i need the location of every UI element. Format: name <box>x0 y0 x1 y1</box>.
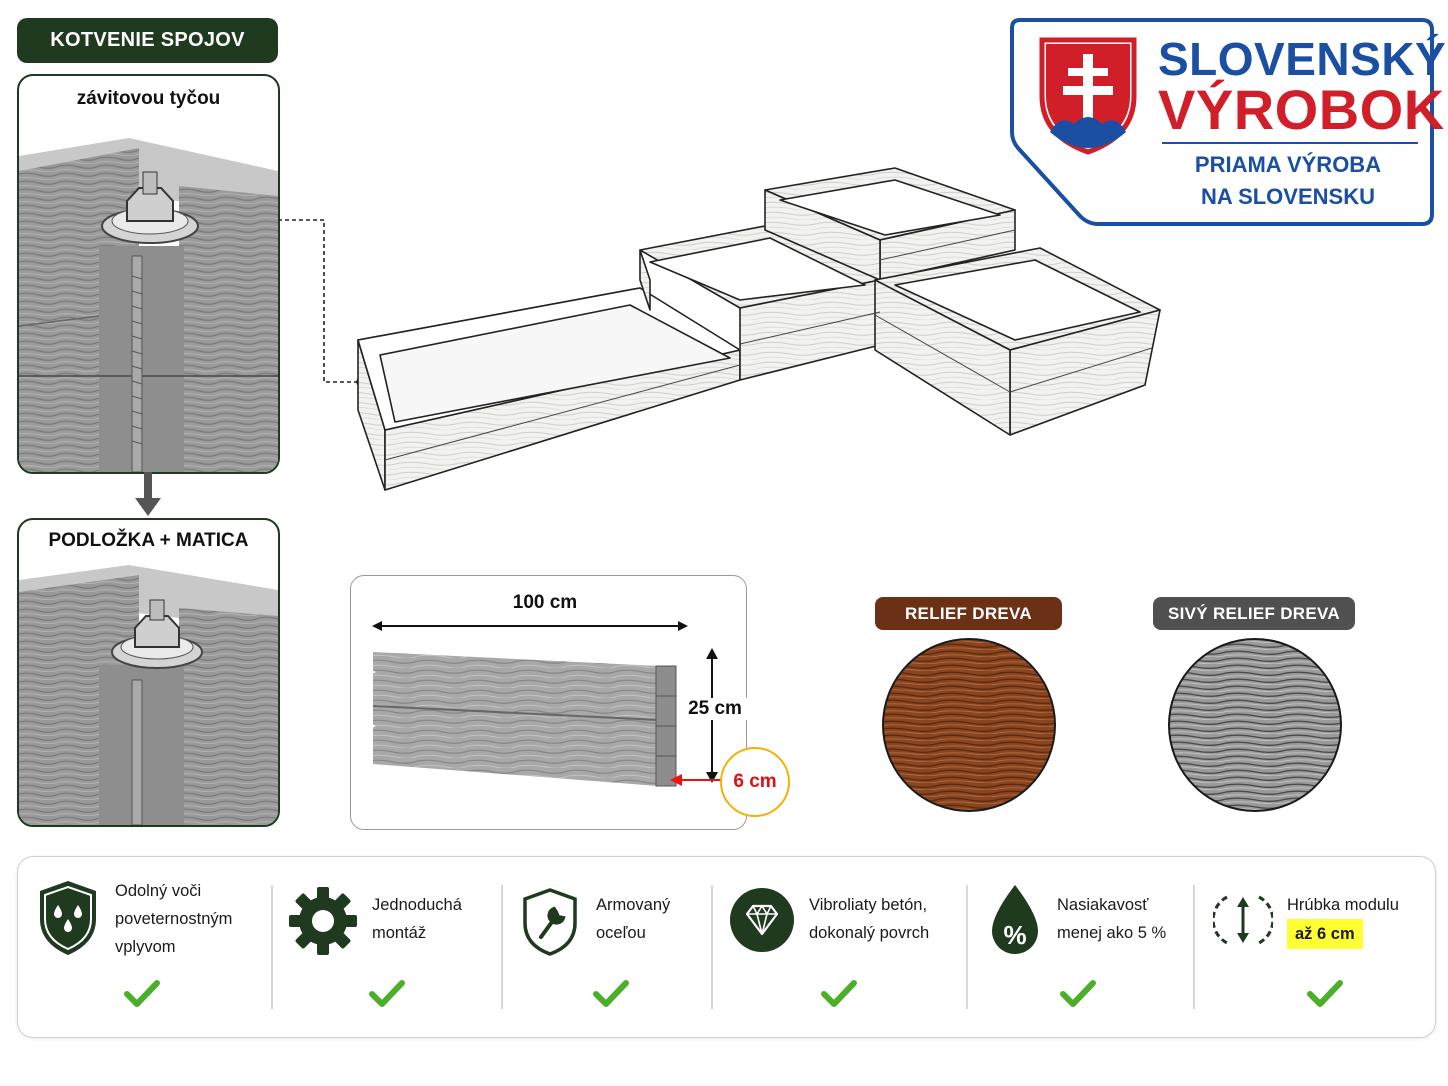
water-drop-percent-icon: % <box>992 885 1038 954</box>
badge-line-vyrobok: VÝROBOK <box>1158 78 1445 141</box>
check-icon <box>1060 980 1096 1007</box>
highlight-thickness: až 6 cm <box>1287 919 1363 949</box>
height-label: 25 cm <box>680 698 750 720</box>
thickness-callout: 6 cm <box>720 747 790 817</box>
concrete-module-image <box>368 652 677 787</box>
feature-line: menej ako 5 % <box>1057 924 1167 942</box>
length-arrow-icon <box>372 621 688 631</box>
slovak-coat-of-arms-icon <box>1039 37 1137 155</box>
check-icon <box>1307 980 1343 1007</box>
badge-line-priama-vyroba: PRIAMA VÝROBA <box>1194 152 1382 177</box>
feature-divider <box>501 885 503 1009</box>
down-arrow-icon <box>135 472 161 516</box>
feature-line: Armovaný <box>596 896 671 914</box>
check-icon <box>593 980 629 1007</box>
slovak-product-badge: SLOVENSKÝ VÝROBOK PRIAMA VÝROBA NA SLOVE… <box>1008 16 1447 228</box>
features-strip: Odolný voči poveternostným vplyvom <box>17 856 1436 1038</box>
svg-text:%: % <box>1003 920 1026 950</box>
badge-divider <box>1162 142 1418 144</box>
check-icon <box>124 980 160 1007</box>
finish-pill-grey-relief: SIVÝ RELIEF DREVA <box>1153 597 1355 630</box>
feature-weather-resistant: Odolný voči poveternostným vplyvom <box>18 857 272 1037</box>
check-icon <box>821 980 857 1007</box>
feature-line: Nasiakavosť <box>1057 896 1149 914</box>
feature-divider <box>271 885 273 1009</box>
weather-shield-icon <box>40 881 96 955</box>
feature-module-thickness: Hrúbka modulu až 6 cm <box>1195 857 1433 1037</box>
feature-divider <box>711 885 713 1009</box>
length-label: 100 cm <box>512 592 578 613</box>
raised-bed-drawing <box>357 167 1161 491</box>
anchoring-header: KOTVENIE SPOJOV <box>17 18 278 63</box>
feature-line: poveternostným <box>115 910 233 928</box>
washer-nut-corner-image <box>19 565 278 825</box>
threaded-rod-corner-image <box>19 138 278 472</box>
thickness-arrows-icon <box>1213 895 1273 945</box>
feature-line: Jednoduchá <box>372 896 462 914</box>
diamond-icon <box>730 888 794 952</box>
feature-absorption: % Nasiakavosť menej ako 5 % <box>968 857 1193 1037</box>
thickness-label: 6 cm <box>733 771 777 792</box>
feature-line: oceľou <box>596 924 646 942</box>
feature-line: Vibroliaty betón, <box>809 896 928 914</box>
feature-line: dokonalý povrch <box>809 924 930 942</box>
feature-easy-assembly: Jednoduchá montáž <box>273 857 501 1037</box>
feature-divider <box>966 885 968 1009</box>
gear-icon <box>289 887 357 955</box>
feature-vibrocast-concrete: Vibroliaty betón, dokonalý povrch <box>713 857 966 1037</box>
brown-wood-swatch <box>882 638 1056 812</box>
anchoring-panel-washer-nut: PODLOŽKA + MATICA <box>17 518 280 827</box>
feature-divider <box>1193 885 1195 1009</box>
badge-line-slovensky: SLOVENSKÝ <box>1158 33 1447 85</box>
wrench-shield-icon <box>523 888 577 956</box>
badge-line-na-slovensku: NA SLOVENSKU <box>1201 184 1375 209</box>
feature-line: vplyvom <box>115 938 176 956</box>
grey-wood-swatch <box>1168 638 1342 812</box>
feature-line: Hrúbka modulu <box>1287 896 1399 914</box>
finish-pill-relief: RELIEF DREVA <box>875 597 1062 630</box>
panel-title: závitovou tyčou <box>76 88 221 109</box>
feature-steel-reinforced: Armovaný oceľou <box>503 857 711 1037</box>
thickness-pointer-arrow-icon <box>670 774 724 786</box>
feature-line: montáž <box>372 924 427 942</box>
anchoring-panel-threaded-rod: závitovou tyčou <box>17 74 280 474</box>
feature-line: Odolný voči <box>115 882 202 900</box>
check-icon <box>369 980 405 1007</box>
panel-title: PODLOŽKA + MATICA <box>48 530 249 551</box>
